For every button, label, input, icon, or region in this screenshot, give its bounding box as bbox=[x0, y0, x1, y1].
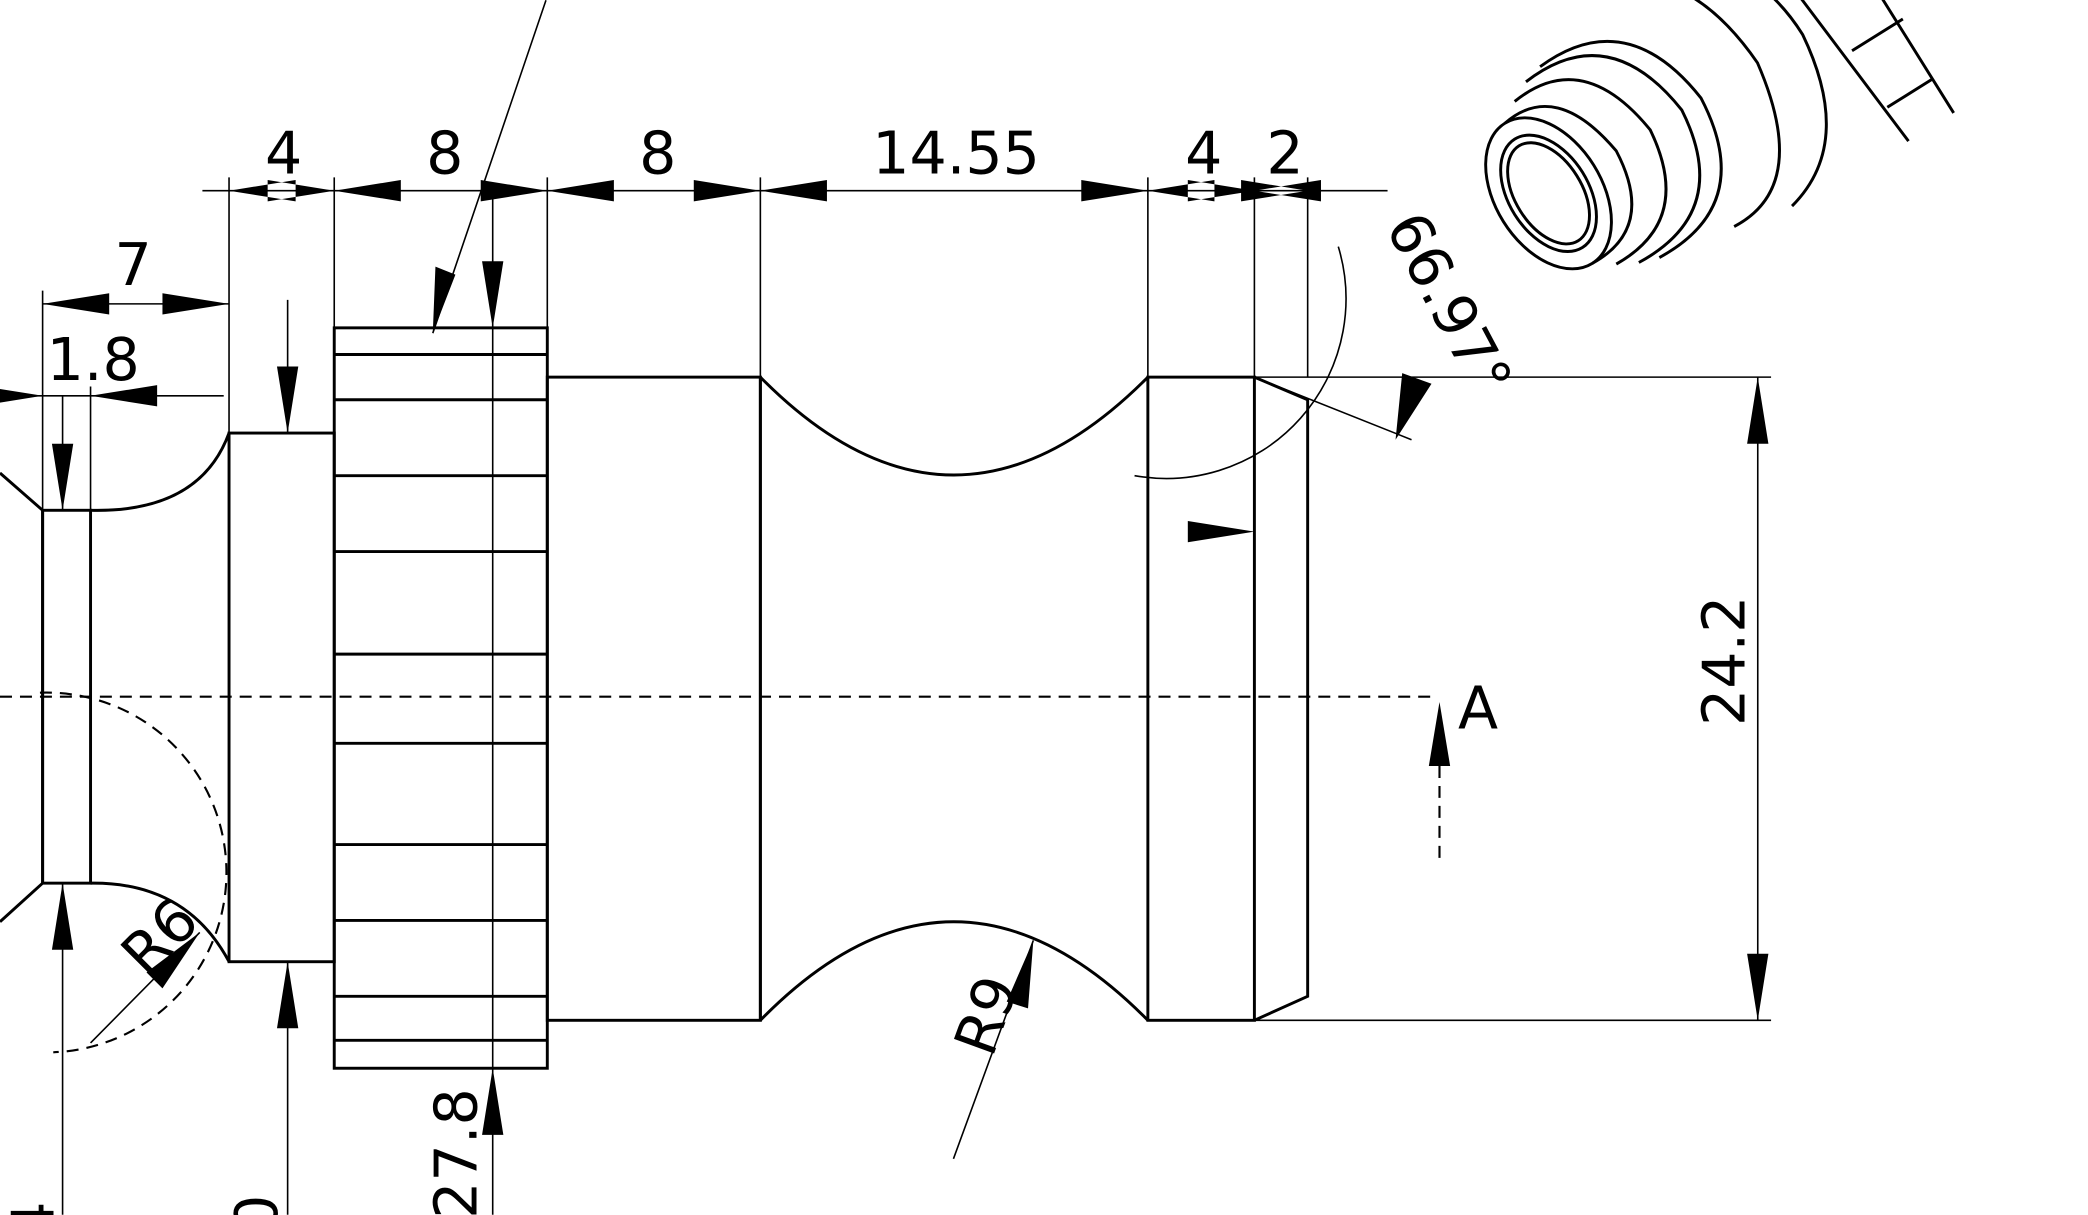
dim-8-a: 8 bbox=[426, 119, 463, 187]
isometric-part-view bbox=[1484, 0, 1955, 271]
dim-partial-mid: 0 bbox=[223, 1195, 291, 1215]
dim-7: 7 bbox=[115, 231, 152, 299]
dim-4-left: 4 bbox=[265, 119, 302, 187]
dim-partial-left: 4 bbox=[0, 1201, 67, 1215]
dimension-labels: 4 8 8 14.55 4 2 7 1.8 66.97° 24.2 R6 R9 … bbox=[0, 119, 1758, 1215]
dim-8-b: 8 bbox=[639, 119, 676, 187]
dim-14-55: 14.55 bbox=[872, 119, 1040, 187]
section-label: A bbox=[1458, 675, 1498, 743]
arrowheads bbox=[0, 180, 1769, 1135]
knurl-lines bbox=[334, 353, 548, 1042]
dim-r6: R6 bbox=[108, 886, 211, 989]
part-profile bbox=[0, 326, 1439, 1070]
dim-angle: 66.97° bbox=[1373, 201, 1526, 407]
dim-4-right: 4 bbox=[1185, 119, 1222, 187]
dim-24-2: 24.2 bbox=[1690, 596, 1758, 726]
dashed-circle bbox=[39, 691, 228, 1054]
dim-1-8: 1.8 bbox=[47, 326, 140, 394]
dim-2: 2 bbox=[1266, 119, 1303, 187]
dimension-lines bbox=[0, 0, 1772, 1215]
dim-27-8: 27.8 bbox=[423, 1088, 491, 1215]
